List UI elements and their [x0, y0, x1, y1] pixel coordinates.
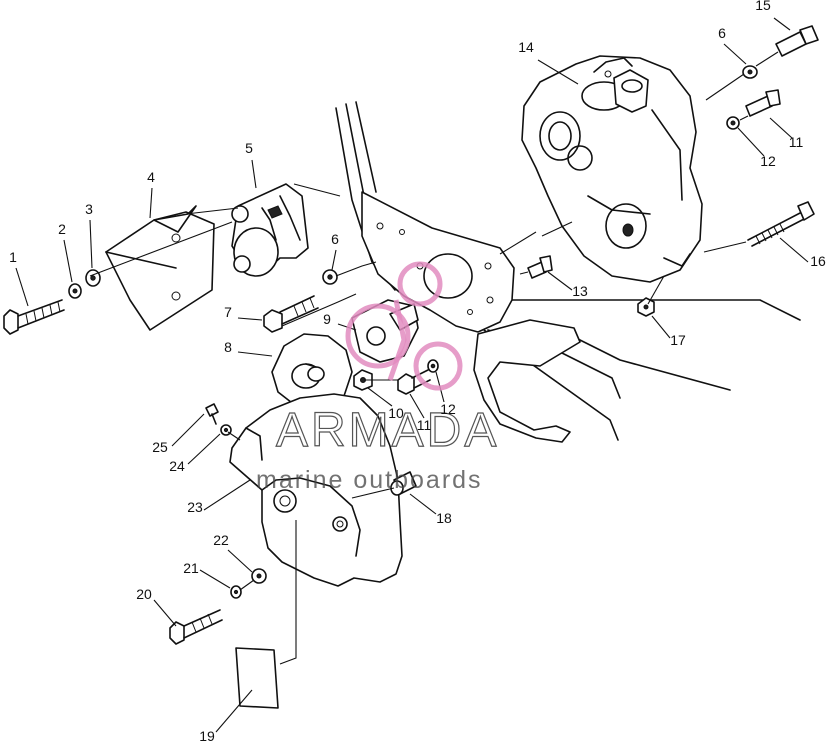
watermark: ARMADA marine outboards [256, 261, 499, 494]
callout-16: 16 [810, 253, 826, 269]
callout-4: 4 [147, 169, 155, 185]
callout-24: 24 [169, 458, 185, 474]
bolt-7 [263, 295, 319, 333]
callout-10: 10 [388, 405, 404, 421]
callout-6: 6 [718, 25, 726, 41]
watermark-tagline: marine outboards [256, 466, 483, 494]
callout-23: 23 [187, 499, 203, 515]
washer-6-lower [322, 269, 338, 285]
watermark-logo-icon [345, 261, 463, 391]
callout-11: 11 [417, 417, 432, 433]
bolt-13 [527, 255, 553, 279]
screw-25 [205, 403, 219, 425]
washer-22 [251, 568, 267, 584]
nut-10 [353, 369, 373, 391]
decal-19 [235, 647, 279, 709]
callout-13: 13 [572, 283, 588, 299]
callout-6: 6 [331, 231, 339, 247]
callout-layer: 1234566789101111121213141516171819202122… [9, 0, 826, 743]
spacer-18 [390, 471, 417, 496]
bolt-20 [169, 609, 223, 645]
washer-12-upper [726, 116, 740, 130]
callout-11: 11 [789, 134, 804, 150]
frame-plate [361, 191, 515, 333]
gearbox [521, 55, 703, 283]
bolt-15 [775, 25, 819, 57]
alignment-lines [89, 51, 779, 665]
belt-guard-23 [229, 393, 403, 587]
callout-12: 12 [440, 401, 456, 417]
callout-9: 9 [323, 311, 331, 327]
bolt-1 [3, 299, 65, 335]
callout-7: 7 [224, 304, 232, 320]
watermark-brand: ARMADA [276, 404, 499, 457]
callout-3: 3 [85, 201, 93, 217]
washer-12-lower [427, 359, 439, 373]
callout-1: 1 [9, 249, 17, 265]
callout-12: 12 [760, 153, 776, 169]
callout-17: 17 [670, 332, 686, 348]
callout-25: 25 [152, 439, 168, 455]
callout-19: 19 [199, 728, 215, 743]
callout-8: 8 [224, 339, 232, 355]
callout-20: 20 [136, 586, 152, 602]
long-bolt-16 [747, 201, 815, 247]
callout-5: 5 [245, 140, 253, 156]
callout-22: 22 [213, 532, 229, 548]
bracket-4 [105, 205, 215, 331]
washer-6-upper [742, 65, 758, 79]
washer-21 [230, 585, 242, 599]
callout-21: 21 [183, 560, 199, 576]
callout-2: 2 [58, 221, 66, 237]
actuator-5 [231, 183, 309, 277]
bolt-11-upper [745, 89, 781, 117]
washer-2 [68, 283, 82, 299]
callout-18: 18 [436, 510, 452, 526]
callout-14: 14 [518, 39, 534, 55]
lower-bracket [473, 319, 581, 443]
washer-3 [85, 269, 101, 287]
nut-17 [637, 297, 655, 317]
callout-15: 15 [755, 0, 771, 13]
